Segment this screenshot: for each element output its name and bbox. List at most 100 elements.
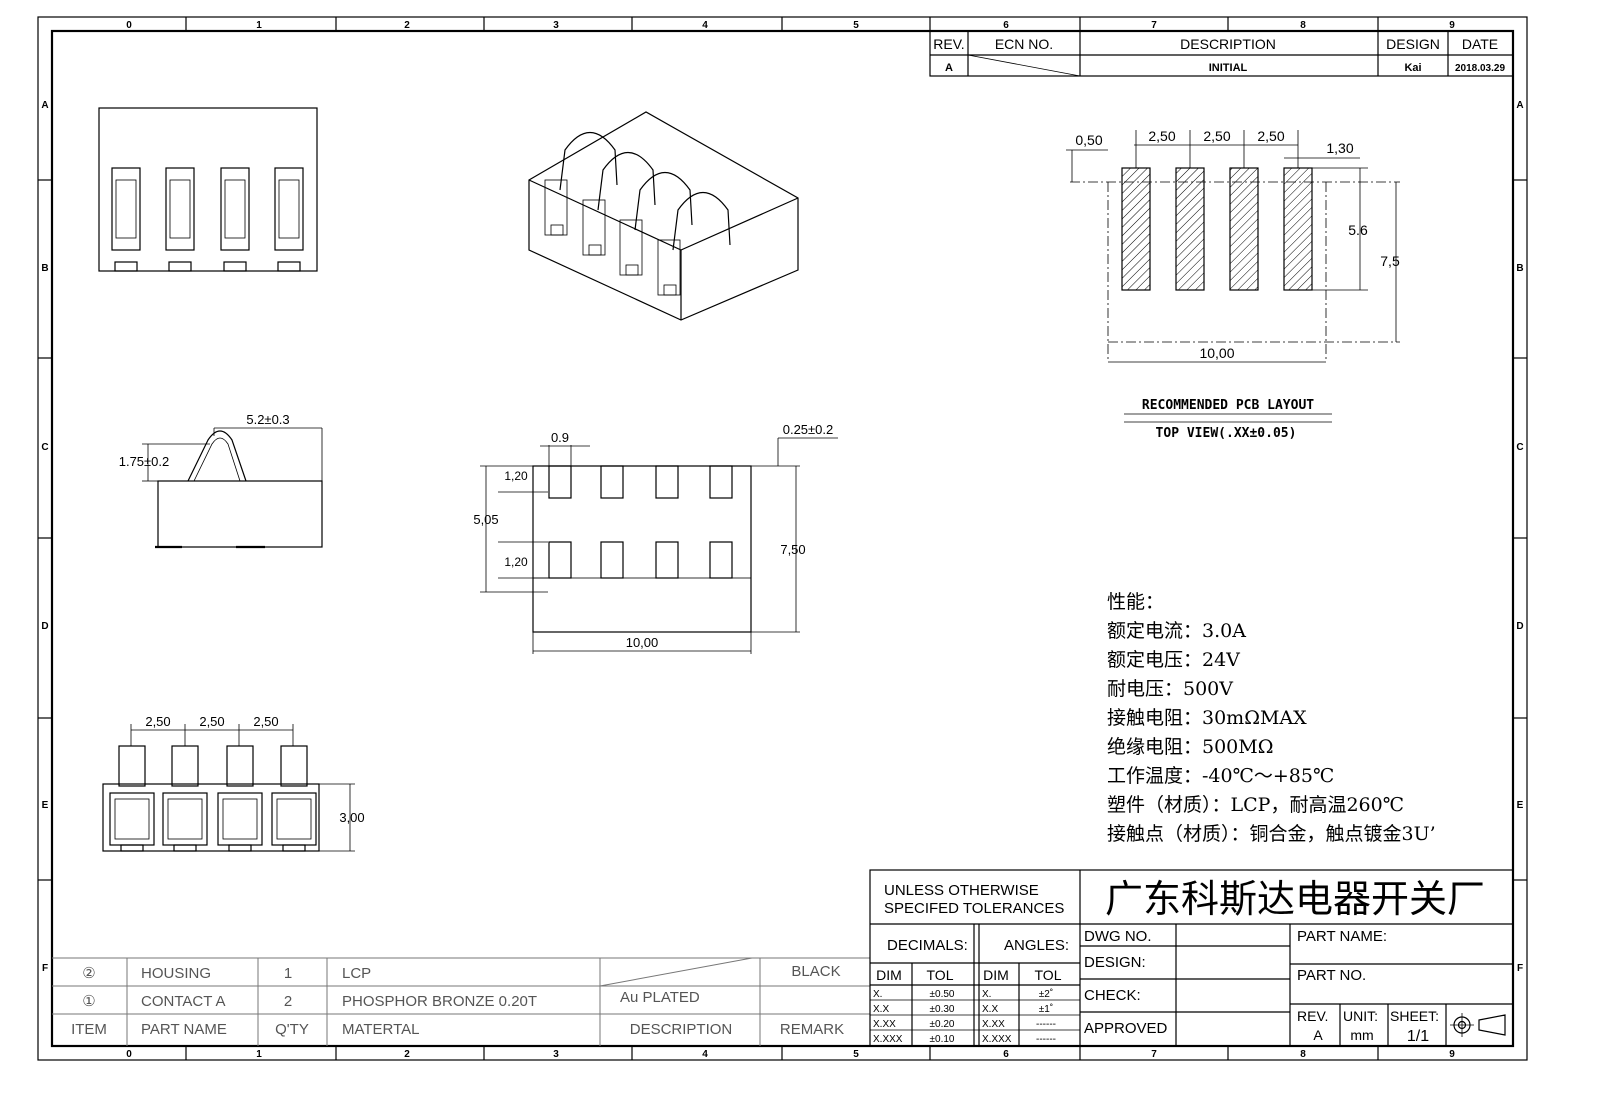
zone-col-top-5: 5 — [853, 20, 859, 31]
angle-row-3-tol: ------ — [1036, 1019, 1056, 1030]
angle-row-4-dim: X.XXX — [982, 1034, 1012, 1045]
pcb-dim-edge: 0,50 — [1075, 132, 1102, 148]
front-slot-bottom — [709, 541, 733, 579]
spec-rated-current: 额定电流：3.0A — [1107, 620, 1246, 642]
rev-header: REV. — [933, 36, 964, 52]
pcb-dim-pitch-1: 2,50 — [1148, 128, 1175, 144]
zone-col-bottom-5: 5 — [853, 1049, 859, 1060]
zone-col-bottom-4: 4 — [702, 1049, 708, 1060]
angles-dim-header: DIM — [983, 967, 1009, 983]
zone-row-right-d: D — [1516, 621, 1523, 632]
pcb-dim-pitch-3: 2,50 — [1257, 128, 1284, 144]
sheet-label: SHEET: — [1390, 1008, 1439, 1024]
front-dim-spacing: 5,05 — [473, 512, 498, 527]
front-slot-top — [600, 465, 624, 499]
zone-row-right-f: F — [1517, 963, 1523, 974]
zone-row-left-b: B — [41, 263, 48, 274]
top-view-drawing — [98, 107, 318, 272]
bottom-contact-lead — [171, 745, 199, 787]
check-label: CHECK: — [1084, 987, 1141, 1004]
approved-label: APPROVED — [1084, 1020, 1168, 1037]
zone-col-top-4: 4 — [702, 20, 708, 31]
zone-row-left-e: E — [42, 800, 49, 811]
tolerance-note-1: UNLESS OTHERWISE — [884, 882, 1039, 899]
bottom-contact-frame — [217, 792, 263, 846]
bom-header-name: PART NAME — [141, 1021, 227, 1038]
bom-row-1-name: HOUSING — [141, 965, 211, 982]
decimals-label: DECIMALS: — [887, 937, 968, 954]
zone-col-bottom-2: 2 — [404, 1049, 410, 1060]
bottom-contact-tab — [173, 844, 197, 852]
top-view-contact — [220, 167, 250, 251]
bottom-contact-inner — [114, 798, 150, 840]
zone-col-top-2: 2 — [404, 20, 410, 31]
rev-value: A — [945, 62, 953, 74]
decimal-row-4-tol: ±0.10 — [930, 1034, 955, 1045]
top-view-contact — [274, 167, 304, 251]
bottom-contact-frame — [271, 792, 317, 846]
zone-col-top-8: 8 — [1300, 20, 1306, 31]
bom-header-remark: REMARK — [780, 1021, 844, 1038]
top-view-contact-tab — [114, 261, 138, 272]
zone-col-top-7: 7 — [1151, 20, 1157, 31]
top-view-contact — [111, 167, 141, 251]
bottom-contact-frame — [109, 792, 155, 846]
front-dim-tolerance-top: 0.25±0.2 — [783, 422, 834, 437]
unit-value: mm — [1350, 1027, 1373, 1043]
zone-row-right-c: C — [1516, 442, 1523, 453]
iso-contact-loop — [597, 152, 656, 211]
bottom-dim-pitch-3: 2,50 — [253, 714, 278, 729]
zone-col-top-0: 0 — [126, 20, 132, 31]
bottom-contact-tab — [228, 844, 252, 852]
pcb-dim-pad-length: 5.6 — [1348, 222, 1368, 238]
bom-row-1-item: ② — [82, 965, 95, 982]
bottom-dim-pitch-1: 2,50 — [145, 714, 170, 729]
front-slot-top — [548, 465, 572, 499]
decimal-row-1-tol: ±0.50 — [930, 989, 955, 1000]
bom-header-item: ITEM — [71, 1021, 107, 1038]
angles-label: ANGLES: — [1004, 937, 1069, 954]
iso-contact-loop — [672, 192, 731, 251]
top-view-contact-tab — [223, 261, 247, 272]
top-view-contact-inner — [169, 179, 191, 239]
bom-row-1-material: LCP — [342, 965, 371, 982]
top-view-contact-tab — [168, 261, 192, 272]
revision-block: REV. ECN NO. DESCRIPTION DESIGN DATE A I… — [929, 30, 1514, 77]
angles-tol-header: TOL — [1035, 967, 1062, 983]
bom-table: ② HOUSING 1 LCP BLACK ① CONTACT A 2 PHOS… — [52, 957, 870, 1046]
top-view-contact-tab — [277, 261, 301, 272]
pcb-layout-drawing: 0,50 2,50 2,50 2,50 1,30 5.6 7,5 10,00 R… — [1066, 128, 1400, 441]
design-value: Kai — [1404, 62, 1421, 74]
bottom-contact-tab — [282, 844, 306, 852]
angle-row-1-tol: ±2˚ — [1039, 988, 1053, 1000]
angle-row-2-dim: X.X — [982, 1004, 998, 1015]
description-header: DESCRIPTION — [1180, 36, 1276, 52]
spec-contact-resistance: 接触电阻：30mΩMAX — [1107, 707, 1307, 729]
bom-row-2-qty: 2 — [284, 993, 292, 1010]
zone-col-bottom-0: 0 — [126, 1049, 132, 1060]
bottom-contact-tab — [120, 844, 144, 852]
design-label: DESIGN: — [1084, 954, 1146, 971]
sheet-frame — [37, 16, 1528, 1061]
iso-contact-cell — [582, 199, 606, 256]
spec-contact-material: 接触点（材质）：铜合金，触点镀金3U’ — [1107, 823, 1436, 845]
bottom-view-drawing: 2,50 2,50 2,50 3,00 — [102, 714, 365, 852]
zone-row-right-b: B — [1516, 263, 1523, 274]
front-slot-bottom — [600, 541, 624, 579]
date-header: DATE — [1462, 36, 1498, 52]
bottom-contact-inner — [276, 798, 312, 840]
spec-title: 性能： — [1107, 591, 1164, 613]
zone-col-top-6: 6 — [1003, 20, 1009, 31]
isometric-view-drawing — [528, 111, 799, 321]
zone-col-top-1: 1 — [256, 20, 262, 31]
decimal-row-4-dim: X.XXX — [873, 1034, 903, 1045]
company-name: 广东科斯达电器开关厂 — [1105, 877, 1485, 921]
zone-row-left-d: D — [41, 621, 48, 632]
bottom-dim-depth: 3,00 — [339, 810, 364, 825]
zone-col-top-9: 9 — [1449, 20, 1455, 31]
bottom-contact-inner — [167, 798, 203, 840]
tolerance-note-2: SPECIFED TOLERANCES — [884, 900, 1064, 917]
pcb-dim-pitch-2: 2,50 — [1203, 128, 1230, 144]
bom-row-1-qty: 1 — [284, 965, 292, 982]
decimal-row-3-dim: X.XX — [873, 1019, 896, 1030]
